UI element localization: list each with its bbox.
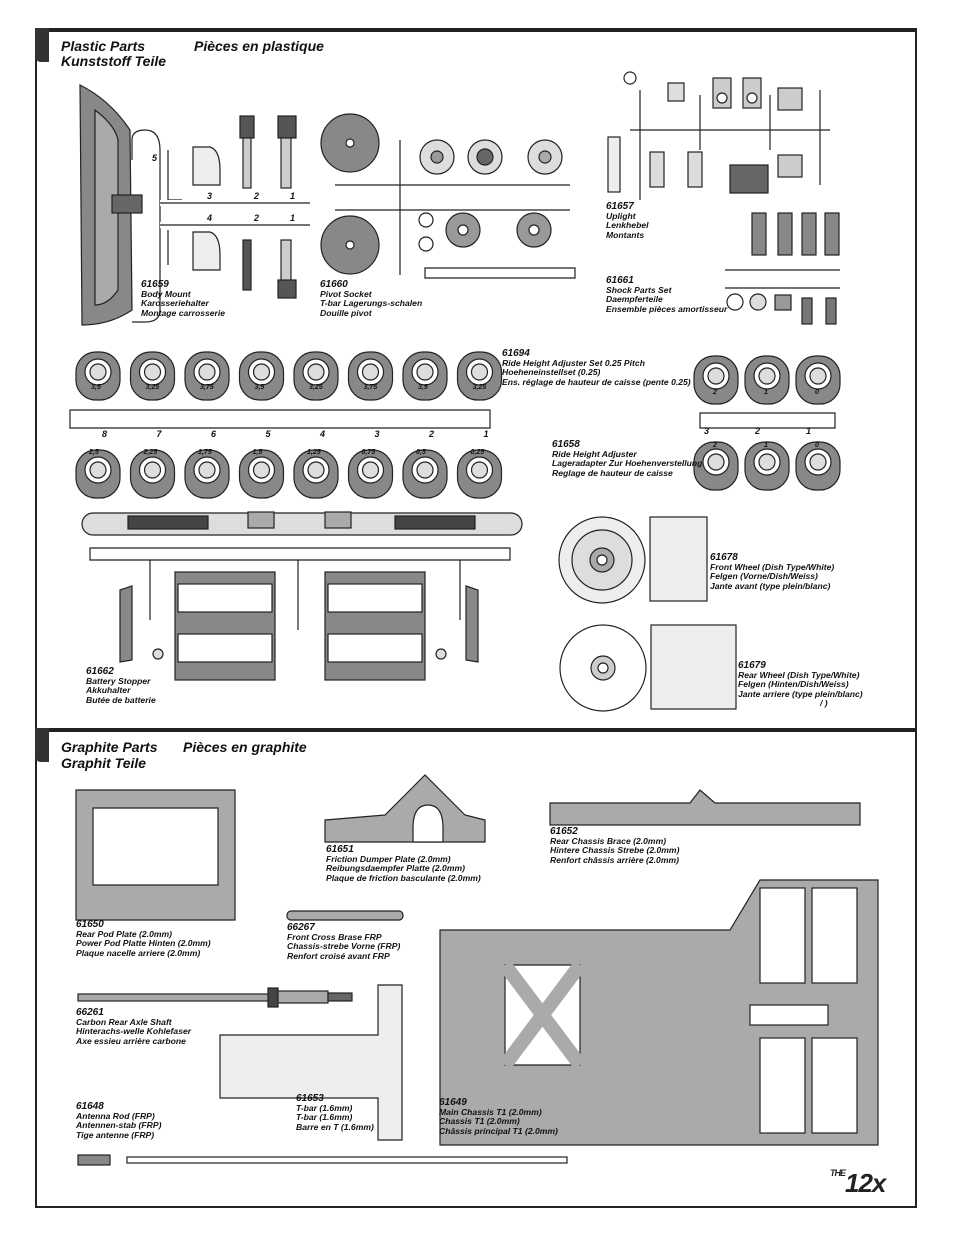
adjuster-runner-number: 3	[374, 429, 380, 439]
adjuster-bottom-label: 0,25	[470, 449, 485, 456]
adjuster-bottom-inner	[307, 461, 325, 479]
adjuster-top-label: 3,5	[418, 384, 428, 391]
rh-bottom-label: 1	[764, 442, 768, 449]
runner-number: 1	[290, 191, 296, 201]
graphite-title-en: Graphite Parts	[61, 739, 158, 755]
adjuster-bottom-label: 1,75	[198, 449, 212, 456]
adjuster-top-label: 3,75	[200, 384, 214, 391]
adjuster-bottom-label: 0,5	[416, 449, 426, 456]
rh-runner-number: 3	[704, 426, 710, 436]
adjuster-runner-number: 1	[483, 429, 489, 439]
adjuster-runner-number: 5	[265, 429, 271, 439]
graphite-title-de: Graphit Teile	[61, 755, 147, 771]
adjuster-top-label: 3,25	[145, 384, 160, 391]
adjuster-bottom-inner	[470, 461, 489, 479]
adjuster-bottom-inner	[198, 461, 216, 479]
adjuster-runner-number: 7	[156, 429, 162, 439]
adjuster-runner-number: 8	[102, 429, 108, 439]
rh-runner-number: 2	[755, 426, 761, 436]
adjuster-runner-number: 2	[429, 429, 435, 439]
adjuster-top-inner	[416, 363, 434, 381]
adjuster-runner-number: 6	[211, 429, 217, 439]
adjuster-top-inner	[89, 363, 107, 381]
plastic-section-tab	[35, 28, 49, 62]
rh-adjuster-top-inner	[809, 367, 827, 385]
rh-top-label: 2	[713, 389, 717, 396]
plastic-title-en: Plastic Parts	[61, 38, 146, 54]
adjuster-bottom-inner	[252, 461, 271, 479]
rh-adjuster-bottom-inner	[707, 453, 725, 471]
runner-number: 4	[207, 213, 213, 223]
adjuster-top-label: 3,5	[91, 384, 101, 391]
adjuster-bottom-inner	[89, 461, 107, 479]
adjuster-runner-number: 4	[320, 429, 326, 439]
adjuster-top-label: 3,5	[254, 384, 265, 391]
adjuster-top-label: 3,25	[309, 384, 323, 391]
adjuster-bottom-inner	[143, 461, 162, 479]
adjuster-bottom-label: 2,25	[143, 449, 158, 456]
adjuster-top-label: 3,25	[472, 384, 487, 391]
runner-number: 2	[254, 213, 260, 223]
plastic-title-de: Kunststoff Teile	[61, 53, 167, 69]
plastic-section-bar	[35, 28, 917, 32]
graphite-section-tab	[35, 728, 49, 762]
runner-number: 1	[290, 213, 296, 223]
adjuster-top-inner	[252, 363, 271, 381]
plastic-title-fr: Pièces en plastique	[194, 38, 324, 54]
rh-runner-number: 1	[806, 426, 812, 436]
adjuster-top-label: 3,75	[363, 384, 378, 391]
adjuster-bottom-inner	[361, 461, 380, 479]
adjuster-bottom-label: 0,75	[361, 449, 376, 456]
brand-logo: THE12x	[830, 1168, 886, 1198]
rh-bottom-label: 2	[713, 442, 717, 449]
rh-top-label: 1	[764, 389, 768, 396]
runner-number: 5	[152, 153, 158, 163]
adjuster-top-inner	[470, 363, 489, 381]
rh-adjuster-bottom-inner	[809, 453, 827, 471]
graphite-title-fr: Pièces en graphite	[183, 739, 307, 755]
adjuster-bottom-label: 2,5	[89, 449, 99, 456]
adjuster-bottom-label: 1,25	[307, 449, 321, 456]
adjuster-top-inner	[307, 363, 325, 381]
adjuster-bottom-inner	[416, 461, 434, 479]
rh-adjuster-top-inner	[707, 367, 725, 385]
rh-adjuster-bottom-inner	[758, 453, 776, 471]
graphite-section-bar	[35, 728, 917, 732]
rh-adjuster-top-inner	[758, 367, 776, 385]
adjuster-top-inner	[198, 363, 216, 381]
runner-number: 3	[207, 191, 213, 201]
adjuster-top-inner	[143, 363, 162, 381]
runner-number: 2	[254, 191, 260, 201]
adjuster-bottom-label: 1,5	[252, 449, 263, 456]
rh-bottom-label: 0	[815, 442, 819, 449]
rh-top-label: 0	[815, 389, 819, 396]
adjuster-top-inner	[361, 363, 380, 381]
